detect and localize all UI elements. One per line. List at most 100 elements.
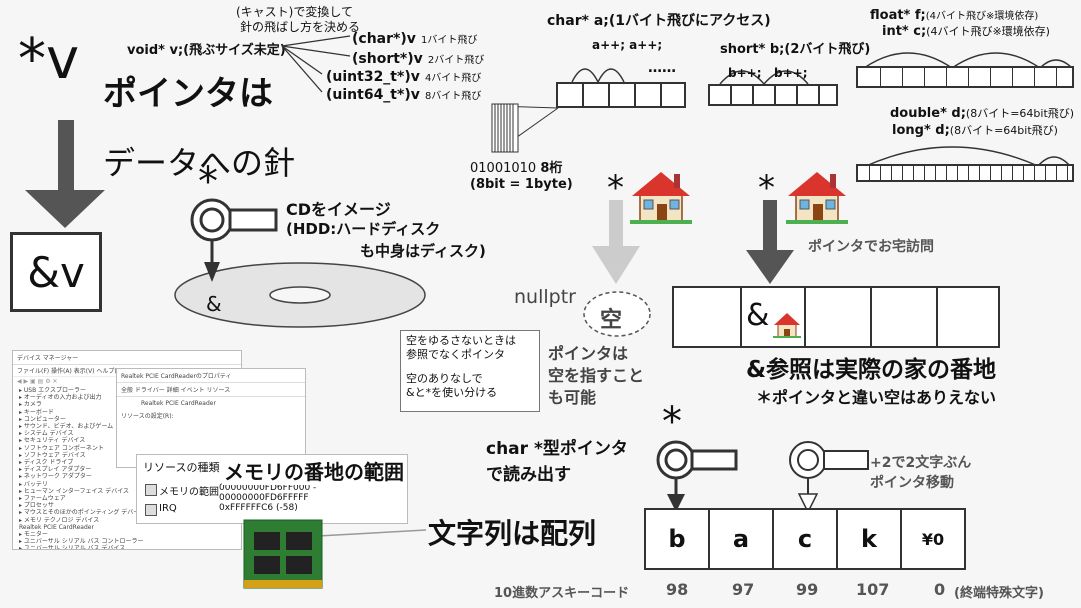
short-inc-1: b++; <box>728 66 762 80</box>
irq-value: 0xFFFFFFC6 (-58) <box>219 503 298 513</box>
visit-label: ポインタでお宅訪問 <box>808 239 934 255</box>
page-title: ポインタは <box>103 74 273 114</box>
visit-down-arrow-icon <box>746 200 794 284</box>
properties-tabs: 全般 ドライバー 詳細 イベント リソース <box>117 383 305 397</box>
null-star: * <box>607 168 624 208</box>
device-tree-item[interactable]: ▸ セキュリティ デバイス <box>19 437 86 445</box>
empty-label: 空 <box>600 308 623 333</box>
house-memory-row <box>672 286 1000 348</box>
device-manager-title: デバイス マネージャー <box>13 351 241 365</box>
cast-item-uint64: (uint64_t*)v 8バイト飛び <box>326 87 482 103</box>
device-tree-item[interactable]: ▸ コンピューター <box>19 415 66 423</box>
cd-disc <box>174 262 426 328</box>
cd-label-1: CDをイメージ <box>286 200 391 219</box>
irq-icon <box>145 504 157 516</box>
device-tree-item[interactable]: ▸ ネットワーク アダプター <box>19 473 92 481</box>
device-tree-item[interactable]: ▸ ディスプレイ アダプター <box>19 466 92 474</box>
null-note: 空をゆるさないときは 参照でなくポインタ 空のありなしで &と*を使い分ける <box>400 330 540 412</box>
device-tree-item[interactable]: ▸ キーボード <box>19 408 54 416</box>
pointer-magnifier-icon <box>190 198 278 282</box>
string-cell-k: k <box>836 508 902 570</box>
ascii-98: 98 <box>666 580 689 599</box>
device-tree-item[interactable]: ▸ ソフトウェア コンポーネント <box>19 444 104 452</box>
connector-line <box>317 529 427 537</box>
char-ptr-title: char* a;(1バイト飛びにアクセス) <box>547 13 771 29</box>
long-ptr-line: long* d;(8バイト=64bit飛び) <box>892 123 1058 138</box>
byte-note: (8bit = 1byte) <box>470 177 573 192</box>
char-jump-arcs <box>571 68 625 83</box>
move-note-1: +2で2文字ぶん <box>870 455 972 471</box>
char-reader-2: で読み出す <box>486 465 571 485</box>
null-down-arrow-icon <box>592 200 640 284</box>
down-arrow-icon <box>25 120 105 228</box>
resource-type-label: リソースの種類 <box>143 461 220 474</box>
string-cell-terminator: ¥0 <box>900 508 966 570</box>
char-reader-1: char *型ポインタ <box>486 439 628 459</box>
device-tree-item[interactable]: ▸ サウンド、ビデオ、およびゲーム コントローラー <box>19 423 158 431</box>
null-desc-2: 空を指すこと <box>548 366 645 385</box>
short-inc-2: b++; <box>774 66 808 80</box>
device-tree-item[interactable]: ▸ マウスとそのほかのポインティング デバイス <box>19 509 146 517</box>
visit-star: * <box>758 168 775 208</box>
string-array: b a c k ¥0 <box>644 508 974 570</box>
cd-label-3: も中身はディスク) <box>360 242 486 260</box>
cd-amp: & <box>206 292 222 316</box>
ref-title: &参照は実際の家の番地 <box>746 357 997 383</box>
move-note-2: ポインタ移動 <box>870 475 954 491</box>
device-tree-item[interactable]: ▸ ヒューマン インターフェイス デバイス <box>19 487 130 495</box>
amp-in-cell: & <box>746 298 770 333</box>
star-v-label: *v <box>18 27 80 92</box>
device-tree-item[interactable]: ▸ モニター <box>19 531 48 539</box>
ampv-label: &v <box>27 247 85 297</box>
properties-device: Realtek PCIE CardReader <box>141 400 216 407</box>
float-ptr-line: float* f;(4バイト飛び※環境依存) <box>870 8 1039 23</box>
memory-chip-icon <box>145 484 157 496</box>
device-tree-item[interactable]: ▸ プロセッサ <box>19 502 54 510</box>
terminator-note: (終端特殊文字) <box>954 586 1044 601</box>
house-icon <box>630 172 692 224</box>
device-tree-item[interactable]: Realtek PCIE CardReader <box>19 523 94 531</box>
data-box: &v <box>10 232 102 312</box>
ref-subtitle: ＊ポインタと違い空はありえない <box>756 388 997 407</box>
properties-title: Realtek PCIE CardReaderのプロパティ <box>117 369 305 383</box>
float-jump-arcs <box>863 52 1073 69</box>
bit-string: 01001010 8桁 <box>470 161 563 176</box>
properties-res-label: リソースの設定(R): <box>121 413 174 420</box>
device-tree-item[interactable]: ▸ システム デバイス <box>19 430 74 438</box>
moved-pointer-magnifier-icon <box>789 441 869 514</box>
string-cell-a: a <box>708 508 774 570</box>
subtitle: データへの針 <box>103 144 296 182</box>
short-jump-arcs <box>719 70 809 85</box>
device-tree: ▸ USB エクスプローラー▸ オーディオの入力および出力▸ カメラ▸ キーボー… <box>13 386 241 550</box>
device-tree-item[interactable]: ▸ ユニバーサル シリアル バス デバイス <box>19 545 126 550</box>
device-tree-item[interactable]: ▸ ディスク ドライブ <box>19 459 74 467</box>
memory-range-title: メモリの番地の範囲 <box>222 456 406 485</box>
cast-item-short: (short*)v 2バイト飛び <box>352 51 485 67</box>
string-star: * <box>662 399 682 445</box>
short-memory-row <box>708 84 838 106</box>
device-tree-item[interactable]: ▸ ソフトウェア デバイス <box>19 451 86 459</box>
bit-expansion-lines <box>491 103 559 153</box>
void-decl: void* v;(飛ぶサイズ未定) <box>127 43 286 58</box>
device-tree-item[interactable]: ▸ オーディオの入力および出力 <box>19 394 102 402</box>
device-tree-item[interactable]: ▸ カメラ <box>19 401 42 409</box>
cast-note-line1: (キャスト)で変換して <box>236 5 354 19</box>
cast-note-line2: 針の飛ばし方を決める <box>240 20 361 34</box>
string-cell-c: c <box>772 508 838 570</box>
device-tree-item[interactable]: ▸ ファームウェア <box>19 495 66 503</box>
device-tree-item[interactable]: ▸ バッテリ <box>19 480 48 488</box>
device-tree-item[interactable]: ▸ ユニバーサル シリアル バス コントローラー <box>19 538 144 546</box>
char-memory-row <box>556 82 686 108</box>
null-desc-3: も可能 <box>548 388 597 407</box>
nullptr-label: nullptr <box>514 286 576 308</box>
cast-item-uint32: (uint32_t*)v 4バイト飛び <box>326 69 482 85</box>
cast-item-char: (char*)v 1バイト飛び <box>352 31 478 47</box>
device-tree-item[interactable]: ▸ USB エクスプローラー <box>19 387 86 394</box>
small-house-icon <box>773 313 801 338</box>
house-icon-2 <box>786 172 848 224</box>
cd-label-2: (HDD:ハードディスク <box>286 220 441 238</box>
device-tree-item[interactable]: ▸ メモリ テクノロジ デバイス <box>19 516 100 524</box>
ascii-97: 97 <box>732 580 755 599</box>
null-desc-1: ポインタは <box>548 344 629 363</box>
string-title: 文字列は配列 <box>428 517 597 550</box>
